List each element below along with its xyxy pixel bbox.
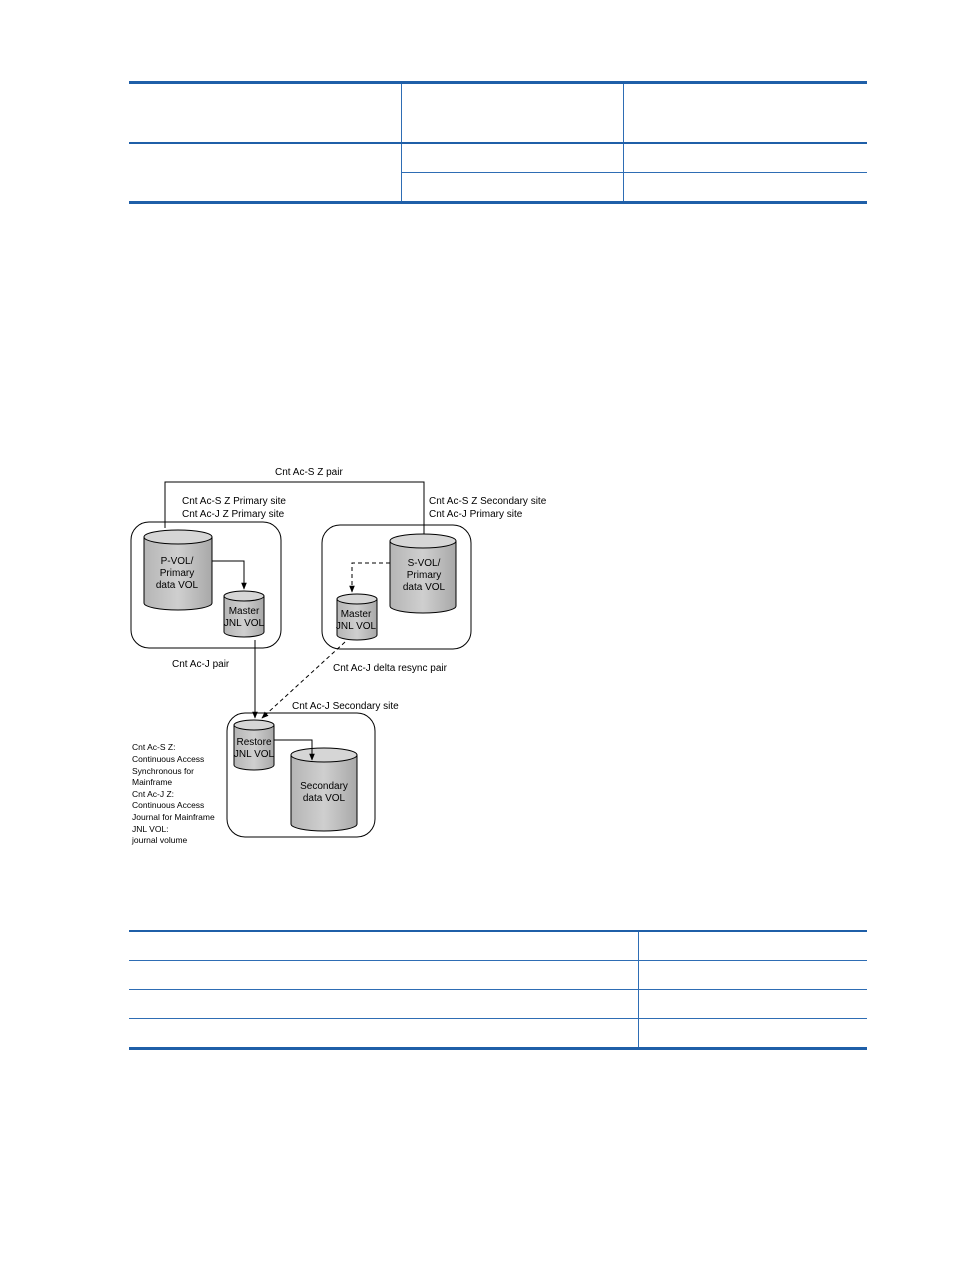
table-cell: [129, 989, 639, 1019]
table-row: [129, 960, 867, 990]
restore-jnl-label: Restore: [236, 737, 271, 748]
restore-jnl-label: JNL VOL: [234, 749, 275, 760]
table-row: [129, 1018, 867, 1049]
master-jnl-label: Master: [229, 606, 260, 617]
pvol-to-master-arrow: [212, 560, 247, 590]
legend-line: Mainframe: [132, 777, 172, 787]
acj-secondary-site-box: [226, 712, 376, 838]
table-cell: [623, 172, 867, 203]
acj-secondary-site-label: Cnt Ac-J Secondary site: [292, 701, 399, 712]
secondary-site-box: [321, 524, 472, 650]
table-row: [129, 989, 867, 1019]
svol-label: S-VOL/: [408, 558, 441, 569]
bottom-table: [129, 930, 867, 1050]
pvol-cylinder: [143, 529, 213, 611]
pvol-label: P-VOL/: [161, 556, 194, 567]
legend-line: journal volume: [131, 835, 188, 845]
primary-site-label: Cnt Ac-J Z Primary site: [182, 509, 285, 520]
table-header-cell: [638, 931, 867, 961]
svol-label: Primary: [407, 570, 441, 581]
table-cell: [129, 960, 639, 990]
acj-pair-label: Cnt Ac-J pair: [172, 659, 230, 670]
table-cell: [401, 143, 624, 173]
table-header-cell: [401, 82, 624, 144]
svol-cylinder: [389, 533, 457, 614]
pvol-label: Primary: [160, 568, 194, 579]
table-cell: [401, 172, 624, 203]
table-cell: [129, 1018, 639, 1049]
legend-line: Synchronous for: [132, 766, 194, 776]
master-jnl-label: JNL VOL: [224, 618, 265, 629]
legend-line: Journal for Mainframe: [132, 812, 215, 822]
table-cell: [638, 960, 867, 990]
restore-jnl-cylinder: [233, 719, 275, 771]
table-cell: [129, 143, 402, 203]
top-table: [129, 81, 867, 204]
delta-resync-label: Cnt Ac-J delta resync pair: [333, 663, 448, 674]
primary-site-label: Cnt Ac-S Z Primary site: [182, 496, 286, 507]
table-cell: [623, 143, 867, 173]
svol-to-master-arrow: [349, 562, 390, 593]
secondary-site-label: Cnt Ac-S Z Secondary site: [429, 496, 547, 507]
master-jnl-label: JNL VOL: [336, 621, 377, 632]
table-cell: [638, 1018, 867, 1049]
primary-site-box: [130, 521, 282, 649]
sz-pair-connector: [164, 481, 427, 543]
pvol-label: data VOL: [156, 580, 199, 591]
table-header-row: [129, 82, 867, 144]
master-jnl-right-cylinder: [336, 593, 378, 641]
table-header-cell: [623, 82, 867, 144]
table-row: [129, 172, 867, 203]
legend-line: Cnt Ac-S Z:: [132, 742, 175, 752]
master-jnl-label: Master: [341, 609, 372, 620]
table-header-row: [129, 931, 867, 961]
legend-line: JNL VOL:: [132, 824, 169, 834]
secondary-data-label: Secondary: [300, 781, 348, 792]
delta-resync-arrow: [261, 641, 346, 719]
table-header-cell: [129, 82, 402, 144]
table-header-cell: [129, 931, 639, 961]
secondary-site-label: Cnt Ac-J Primary site: [429, 509, 523, 520]
secondary-data-cylinder: [290, 747, 358, 832]
table-cell: [638, 989, 867, 1019]
restore-to-secondary-arrow: [274, 739, 315, 761]
legend-line: Cnt Ac-J Z:: [132, 789, 174, 799]
sz-pair-label: Cnt Ac-S Z pair: [275, 467, 343, 478]
legend-line: Continuous Access: [132, 754, 204, 764]
table-row: [129, 143, 867, 203]
legend-line: Continuous Access: [132, 800, 204, 810]
secondary-data-label: data VOL: [303, 793, 346, 804]
master-jnl-left-cylinder: [223, 590, 265, 638]
svol-label: data VOL: [403, 582, 446, 593]
